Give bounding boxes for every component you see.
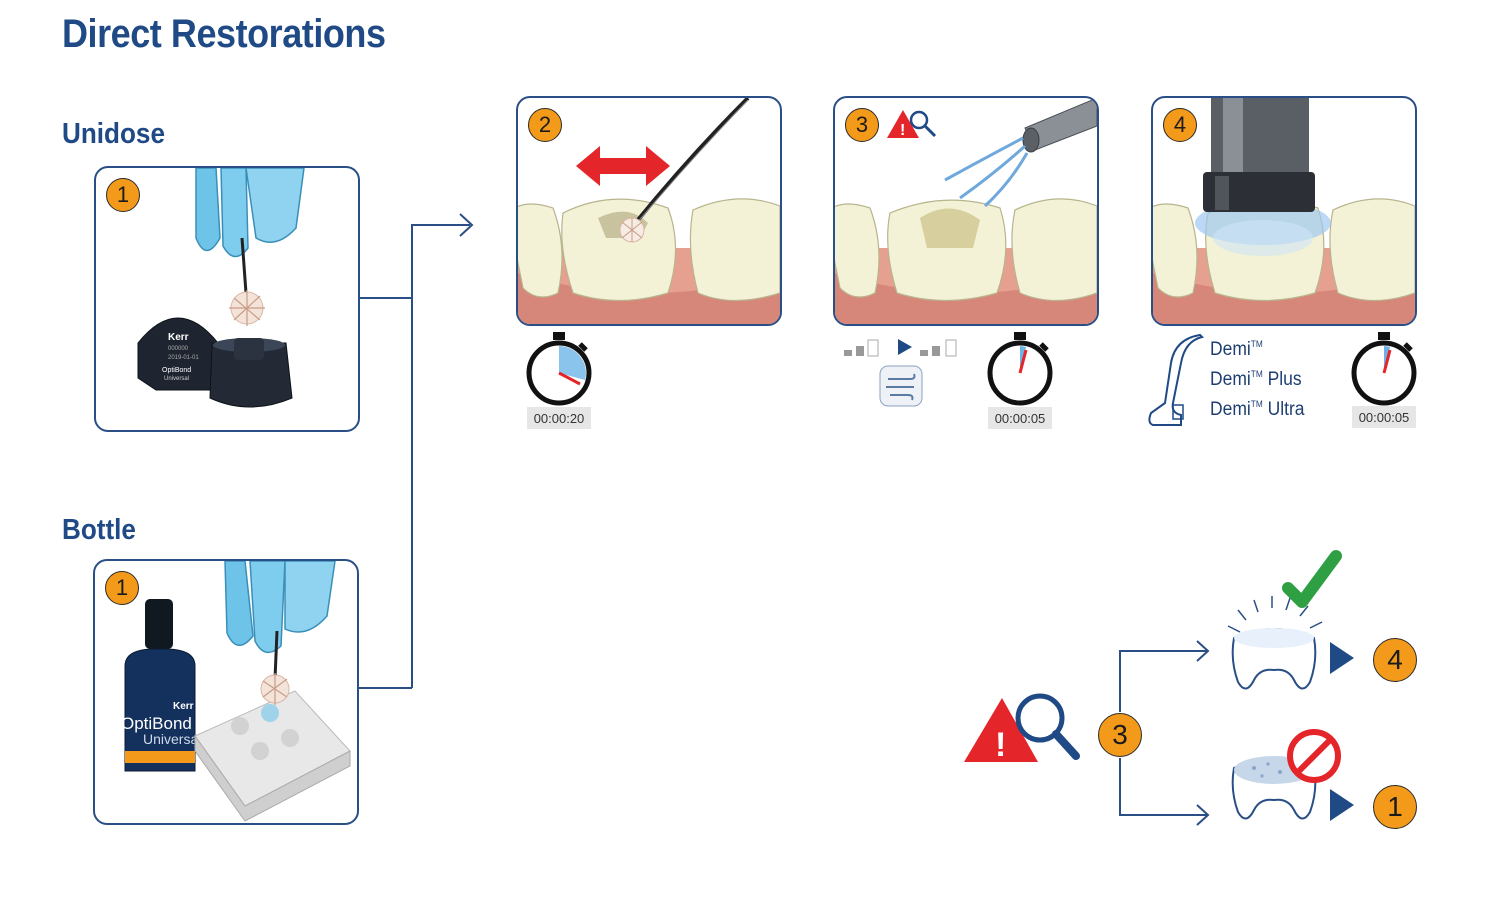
- scrub-teeth-illustration: [518, 98, 780, 324]
- failure-next-step-badge: 1: [1373, 785, 1417, 829]
- step-3-timer: 00:00:05: [988, 407, 1052, 429]
- page-title: Direct Restorations: [62, 12, 386, 56]
- lamp-demi-ultra: DemiTM Ultra: [1210, 399, 1305, 420]
- air-intensity-indicator: [844, 339, 957, 407]
- bottle-illustration: Kerr OptiBond Universal: [121, 561, 351, 822]
- prohibited-icon: [1287, 729, 1341, 783]
- curing-lamp-icon: [1148, 333, 1204, 426]
- bottle-product: OptiBond: [121, 714, 192, 733]
- unidose-lot: 000000: [168, 346, 189, 352]
- compatible-lamp-list: DemiTM DemiTM Plus DemiTM Ultra: [1210, 332, 1313, 422]
- step-3-stopwatch-icon: [987, 332, 1053, 406]
- unidose-variant: Universal: [164, 376, 189, 382]
- curing-light-icon: [1203, 98, 1315, 212]
- air-stream-icon: [944, 136, 1029, 208]
- bottle-heading: Bottle: [62, 514, 136, 546]
- applicator-brush-icon: [260, 673, 290, 705]
- unidose-date: 2019-01-01: [168, 355, 199, 361]
- applicator-brush-icon: [619, 217, 645, 243]
- lamp-demi-plus: DemiTM Plus: [1210, 369, 1302, 390]
- step-4-panel: 4: [1151, 96, 1417, 326]
- step-2-timer: 00:00:20: [527, 407, 591, 429]
- bottle-variant: Universal: [143, 731, 201, 747]
- low-pressure-icon: [844, 339, 879, 357]
- unidose-illustration: Kerr 000000 2019-01-01 OptiBond Universa…: [137, 168, 305, 408]
- step-4-stopwatch-icon: [1351, 332, 1417, 406]
- air-dry-illustration: !: [835, 98, 1097, 324]
- play-arrow-icon: [898, 339, 912, 355]
- warning-magnifier-icon: !: [887, 110, 937, 139]
- step-1-bottle-badge: 1: [105, 571, 139, 605]
- step-3-panel: ! 3: [833, 96, 1099, 326]
- unidose-heading: Unidose: [62, 118, 165, 150]
- air-blow-icon: [879, 365, 923, 407]
- medium-pressure-icon: [920, 339, 957, 357]
- step-1-unidose-badge: 1: [106, 178, 140, 212]
- step-2-stopwatch-icon: [526, 332, 592, 406]
- warning-inspect-icon: !: [964, 693, 1080, 764]
- unidose-step-panel: Kerr 000000 2019-01-01 OptiBond Universa…: [94, 166, 360, 432]
- svg-text:!: !: [900, 122, 905, 139]
- step-4-badge: 4: [1163, 108, 1197, 142]
- step-2-panel: 2: [516, 96, 782, 326]
- air-syringe-icon: [1022, 98, 1097, 153]
- decision-step-3-badge: 3: [1098, 713, 1142, 757]
- step-2-badge: 2: [528, 108, 562, 142]
- step-4-timer: 00:00:05: [1352, 406, 1416, 428]
- dull-tooth-illustration: [1231, 729, 1341, 820]
- step-3-badge: 3: [845, 108, 879, 142]
- unidose-brand: Kerr: [168, 332, 189, 343]
- light-cure-illustration: [1153, 98, 1415, 324]
- scrub-arrow-icon: [576, 146, 670, 186]
- svg-text:!: !: [995, 726, 1006, 764]
- shiny-tooth-illustration: [1227, 550, 1342, 690]
- applicator-brush-icon: [229, 290, 265, 326]
- next-arrow-icon: [1330, 789, 1354, 821]
- next-arrow-icon: [1330, 642, 1354, 674]
- bottle-step-panel: Kerr OptiBond Universal 1: [93, 559, 359, 825]
- bottle-brand: Kerr: [173, 701, 194, 712]
- success-next-step-badge: 4: [1373, 638, 1417, 682]
- unidose-product: OptiBond: [162, 367, 191, 374]
- check-icon: [1282, 550, 1342, 608]
- lamp-demi: DemiTM: [1210, 339, 1263, 360]
